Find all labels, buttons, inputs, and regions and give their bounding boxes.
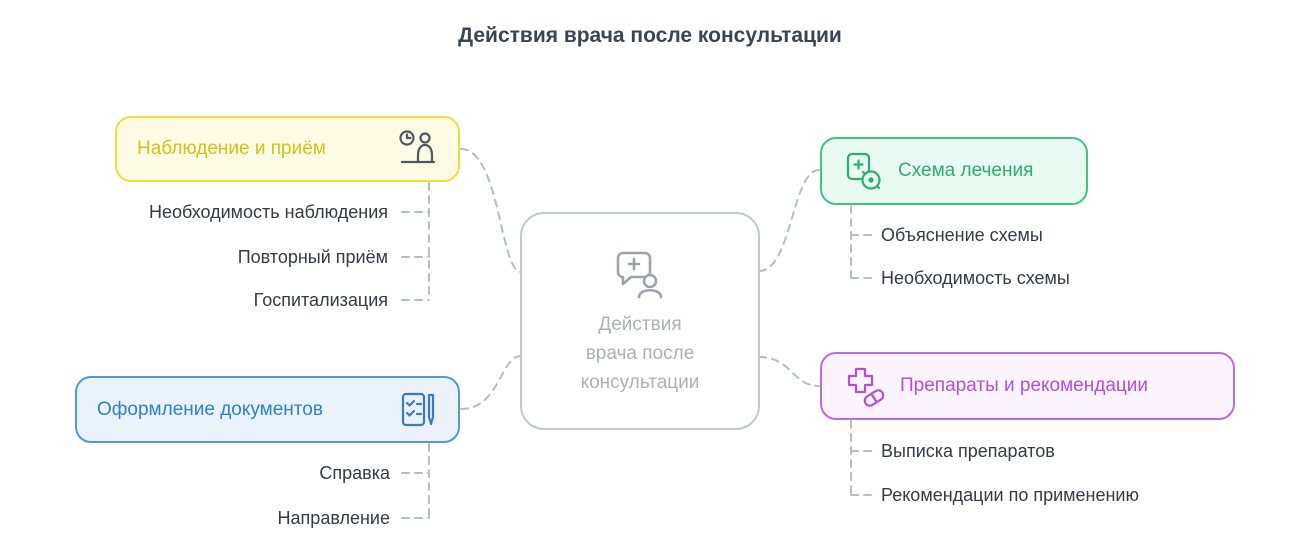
branch-label: Препараты и рекомендации [900,375,1149,396]
branch-node-observation[interactable]: Наблюдение и приём [115,116,460,182]
branch-node-documents[interactable]: Оформление документов [75,376,460,443]
consultation-chat-icon [612,246,668,302]
diagram-title: Действия врача после консультации [458,24,842,47]
branch-label: Наблюдение и приём [137,138,326,159]
medication-cross-pill-icon [842,364,886,408]
central-label-line: врача после [585,342,695,364]
leaf-node[interactable]: Повторный приём [237,247,388,267]
leaf-node[interactable]: Справка [319,463,390,483]
document-pen-icon [398,390,438,430]
branch-label: Схема лечения [898,160,1034,181]
leaf-node[interactable]: Необходимость схемы [881,268,1070,288]
treatment-plan-icon [842,150,884,192]
leaf-node[interactable]: Выписка препаратов [881,441,1055,461]
central-label-line: Действия [598,313,682,335]
central-label-line: консультации [580,371,700,393]
leaf-node[interactable]: Направление [277,508,390,528]
central-node[interactable]: Действия врача после консультации [520,212,760,430]
leaf-node[interactable]: Рекомендации по применению [881,485,1139,505]
branch-node-medication[interactable]: Препараты и рекомендации [820,352,1235,420]
central-node-label: Действия врача после консультации [581,310,700,397]
branch-node-treatment[interactable]: Схема лечения [820,137,1088,205]
leaf-node[interactable]: Госпитализация [253,290,388,310]
leaf-node[interactable]: Объяснение схемы [881,225,1043,245]
branch-label: Оформление документов [97,398,323,420]
appointment-clock-icon [396,128,438,170]
leaf-node[interactable]: Необходимость наблюдения [148,202,388,222]
